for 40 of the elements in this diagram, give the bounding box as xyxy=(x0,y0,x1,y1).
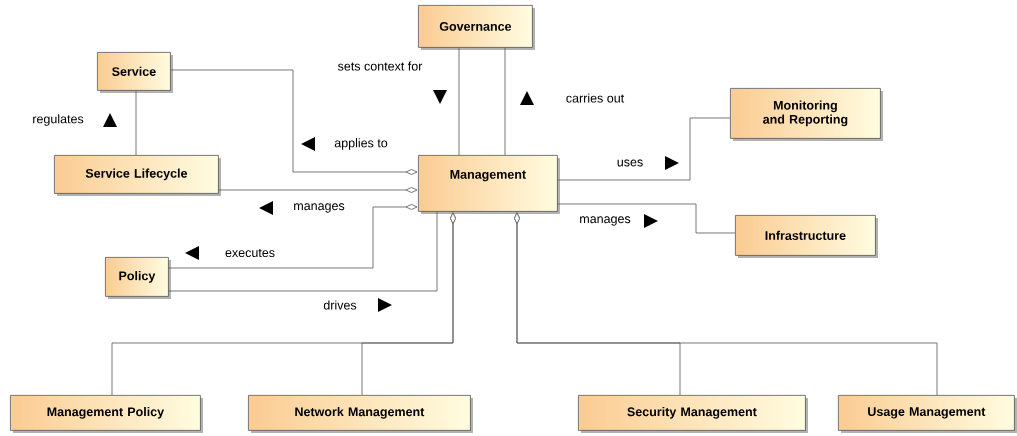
direction-arrow xyxy=(378,298,392,312)
association-line xyxy=(557,117,731,181)
direction-arrow xyxy=(665,156,679,170)
association-line xyxy=(458,47,460,156)
class-box: Monitoring and Reporting xyxy=(730,88,883,141)
direction-arrow xyxy=(644,214,658,228)
edge-label: drives xyxy=(322,299,358,311)
edge-label: regulates xyxy=(31,113,85,127)
association-line xyxy=(168,211,438,292)
direction-arrow xyxy=(301,137,315,151)
class-box: Network Management xyxy=(248,395,473,433)
class-box: Security Management xyxy=(578,395,808,433)
association-line xyxy=(361,212,456,396)
association-line xyxy=(170,69,418,175)
direction-arrow xyxy=(520,91,534,105)
class-box: Infrastructure xyxy=(735,215,878,258)
direction-arrow xyxy=(433,90,447,104)
class-box: Management Policy xyxy=(10,395,203,433)
edge-label: applies to xyxy=(333,137,389,151)
direction-arrow xyxy=(103,113,117,127)
association-line xyxy=(218,187,418,193)
direction-arrow xyxy=(185,246,199,260)
association-line xyxy=(135,90,137,156)
edge-label: carries out xyxy=(564,92,626,104)
association-line xyxy=(514,212,938,396)
edge-label: executes xyxy=(224,247,277,259)
edge-label: manages xyxy=(292,202,346,214)
edge-label: manages xyxy=(578,215,632,227)
class-box: Management xyxy=(418,155,560,214)
association-line xyxy=(168,204,418,269)
class-box: Policy xyxy=(105,257,171,299)
class-box: Usage Management xyxy=(838,395,1017,433)
class-box: Service Lifecycle xyxy=(54,155,221,196)
class-box: Service xyxy=(97,52,173,93)
class-box: Governance xyxy=(418,5,535,50)
association-line xyxy=(557,203,736,234)
direction-arrow xyxy=(259,201,273,215)
edge-label: sets context for xyxy=(336,60,424,72)
edge-label: uses xyxy=(615,158,645,168)
association-line xyxy=(504,47,506,156)
